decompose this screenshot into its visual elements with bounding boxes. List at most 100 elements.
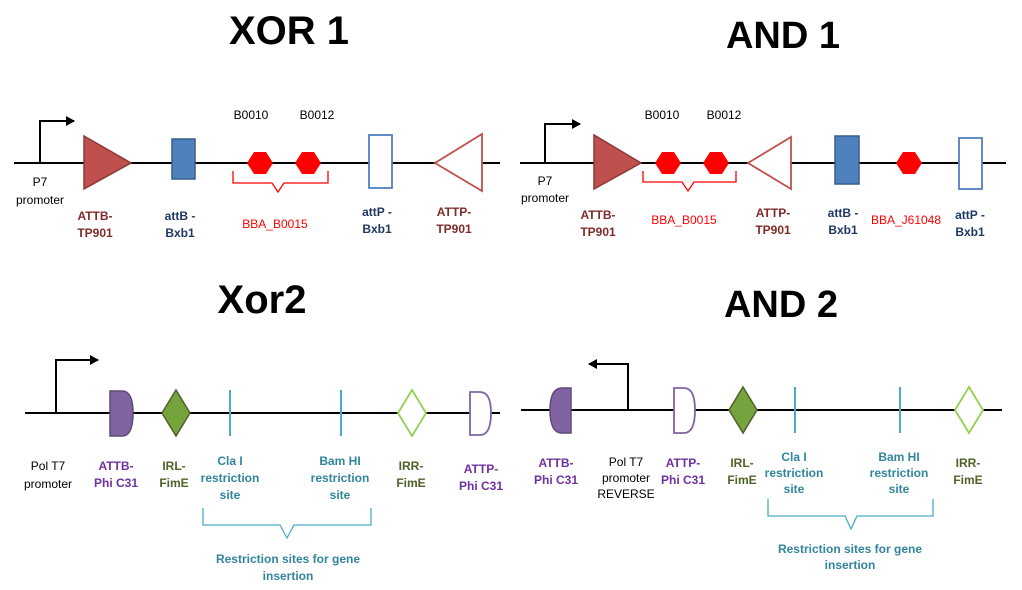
xor1-label-bba-b0015: BBA_B0015 (242, 217, 308, 231)
and1-attb-bxb1-rect (834, 135, 860, 185)
and1-attp-bxb1-rect (958, 137, 983, 190)
and2-label-cla-line2: restriction (765, 466, 824, 480)
xor1-label-attp-bxb1-line1: attP - (362, 205, 392, 219)
and1-label-attp-tp901-line2: TP901 (755, 223, 791, 237)
and2-promoter-reverse-arrow (588, 359, 629, 410)
xor1-attp-tp901-triangle (433, 132, 483, 193)
xor2-label-bam-line1: Bam HI (319, 454, 360, 468)
and2-label-bam-line2: restriction (870, 466, 929, 480)
xor2-label-restriction-note-line1: Restriction sites for gene (216, 552, 360, 566)
and1-terminator-b0012-hexagon (703, 152, 729, 174)
xor2-label-bam-line3: site (330, 488, 351, 502)
xor1-label-promoter-line1: P7 (33, 175, 48, 189)
and2-title: AND 2 (724, 284, 838, 326)
xor1-terminator-b0012-hexagon (295, 152, 321, 174)
xor2-label-attp-phi-line1: ATTP- (464, 462, 498, 476)
and2-label-attp-phi-line1: ATTP- (666, 456, 700, 470)
and1-label-promoter-line1: P7 (538, 174, 553, 188)
xor1-label-attb-bxb1-line2: Bxb1 (165, 226, 195, 240)
xor1-label-attb-bxb1-line1: attB - (165, 209, 196, 223)
and2-label-bam-line1: Bam HI (878, 450, 919, 464)
xor2-label-irr-fime-line1: IRR- (399, 459, 424, 473)
and2-label-cla-line3: site (784, 482, 805, 496)
and2-label-attb-phi-line2: Phi C31 (534, 473, 578, 487)
and2-restriction-brace (767, 499, 934, 531)
xor1-label-attp-tp901-line2: TP901 (436, 222, 472, 236)
and2-label-restriction-note-line2: insertion (825, 558, 876, 572)
and1-label-attp-bxb1-line1: attP - (955, 208, 985, 222)
xor2-label-irr-fime-line2: FimE (396, 476, 425, 490)
and1-label-attb-bxb1-line1: attB - (828, 206, 859, 220)
and2-label-bam-line3: site (889, 482, 910, 496)
xor2-attp-phi-c31-half-circle (469, 391, 492, 436)
xor2-attb-phi-c31-half-circle (109, 390, 134, 437)
and2-label-attp-phi-line2: Phi C31 (661, 473, 705, 487)
xor2-label-attb-phi-line1: ATTB- (98, 459, 133, 473)
and2-label-promoter-line1: Pol T7 (609, 455, 644, 469)
xor1-bba-b0015-brace (232, 171, 329, 194)
and1-label-attp-tp901-line1: ATTP- (756, 206, 790, 220)
xor2-label-promoter-line2: promoter (24, 477, 72, 491)
and1-bba-b0015-brace (642, 171, 737, 193)
and2-label-cla-line1: Cla I (781, 450, 806, 464)
xor1-title: XOR 1 (229, 9, 349, 53)
xor1-label-promoter-line2: promoter (16, 193, 64, 207)
xor2-label-restriction-note-line2: insertion (263, 569, 314, 583)
and2-label-irl-fime-line1: IRL- (730, 456, 753, 470)
xor2-title: Xor2 (218, 278, 307, 322)
xor2-label-cla-line2: restriction (201, 471, 260, 485)
and2-panel: AND 2 ATTB- Phi C31 Pol T7 promoter REVE… (521, 284, 1002, 572)
and1-label-attb-tp901-line1: ATTB- (580, 208, 615, 222)
and1-promoter-arrow (544, 119, 581, 163)
xor2-label-irl-fime-line2: FimE (159, 476, 188, 490)
xor2-label-bam-line2: restriction (311, 471, 370, 485)
and2-label-attb-phi-line1: ATTB- (538, 456, 573, 470)
xor1-attb-tp901-triangle (83, 134, 133, 191)
xor1-terminator-b0010-hexagon (247, 152, 273, 174)
xor2-label-irl-fime-line1: IRL- (162, 459, 185, 473)
xor2-label-attb-phi-line2: Phi C31 (94, 476, 138, 490)
xor1-label-attb-tp901-line2: TP901 (77, 226, 113, 240)
xor2-label-cla-line3: site (220, 488, 241, 502)
xor1-label-attp-bxb1-line2: Bxb1 (362, 222, 392, 236)
xor2-panel: Xor2 Pol T7 promoter ATTB- Phi C31 IRL- … (24, 278, 503, 583)
and1-label-bba-b0015: BBA_B0015 (651, 213, 717, 227)
xor1-label-attp-tp901-line1: ATTP- (437, 205, 471, 219)
xor1-promoter-arrow (39, 116, 75, 163)
xor1-attp-bxb1-rect (368, 134, 393, 189)
xor2-label-attp-phi-line2: Phi C31 (459, 479, 503, 493)
xor1-attb-bxb1-rect (171, 138, 196, 180)
and1-terminator-j61048-hexagon (896, 152, 922, 174)
and2-irl-fime-diamond (728, 385, 758, 435)
and2-attp-phi-c31-half-circle (673, 387, 696, 434)
and1-panel: AND 1 B0010 B0012 BBA_B0015 BBA_J61048 P… (520, 15, 1006, 239)
xor1-panel: XOR 1 B0010 B0012 BBA_B0015 P7 promoter … (14, 9, 500, 240)
and2-label-promoter-line3: REVERSE (597, 487, 654, 501)
and1-label-attb-tp901-line2: TP901 (580, 225, 616, 239)
xor1-label-b0012: B0012 (300, 108, 335, 122)
and2-label-irr-fime-line1: IRR- (956, 456, 981, 470)
and1-label-b0010: B0010 (645, 108, 680, 122)
and1-label-bba-j61048: BBA_J61048 (871, 213, 941, 227)
and2-label-irl-fime-line2: FimE (727, 473, 756, 487)
xor1-label-b0010: B0010 (234, 108, 269, 122)
and1-attb-tp901-triangle (593, 133, 643, 191)
and2-irr-fime-diamond (953, 385, 985, 435)
and1-title: AND 1 (726, 15, 840, 57)
xor1-label-attb-tp901-line1: ATTB- (77, 209, 112, 223)
and1-label-attb-bxb1-line2: Bxb1 (828, 223, 858, 237)
and2-attb-phi-c31-half-circle (549, 387, 572, 434)
and1-terminator-b0010-hexagon (655, 152, 681, 174)
xor2-label-promoter-line1: Pol T7 (31, 459, 66, 473)
and2-label-restriction-note-line1: Restriction sites for gene (778, 542, 922, 556)
and2-label-irr-fime-line2: FimE (953, 473, 982, 487)
xor2-label-cla-line1: Cla I (217, 454, 242, 468)
and1-attp-tp901-triangle (746, 135, 792, 191)
xor2-restriction-brace (202, 508, 372, 540)
and1-label-attp-bxb1-line2: Bxb1 (955, 225, 985, 239)
and1-label-b0012: B0012 (707, 108, 742, 122)
xor2-irr-fime-diamond (396, 388, 428, 438)
and2-label-promoter-line2: promoter (602, 471, 650, 485)
xor2-irl-fime-diamond (161, 388, 191, 438)
